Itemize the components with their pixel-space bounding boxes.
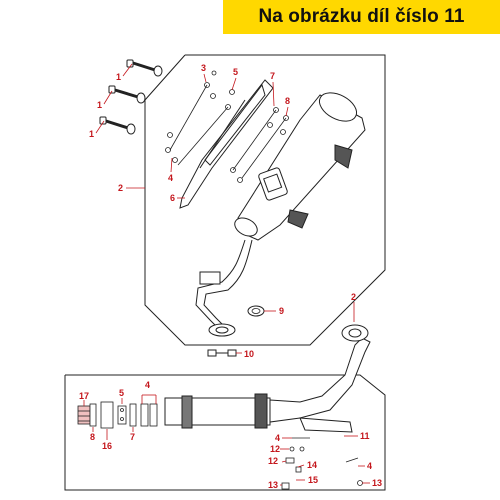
callout-5-upper: 5 [233,67,238,77]
muffler-body [234,92,366,241]
callout-7-upper: 7 [270,71,275,81]
callout-3: 3 [201,63,206,73]
callout-1b: 1 [97,100,102,110]
callout-5-lower: 5 [119,388,124,398]
lower-small-parts [77,401,363,490]
callout-4-upper: 4 [168,173,173,183]
heat-shield [179,79,274,209]
callout-4-lower-b: 4 [275,433,280,443]
callout-8-lower: 8 [90,432,95,442]
callout-4-lower-a: 4 [145,380,150,390]
callout-8-upper: 8 [285,96,290,106]
callout-11: 11 [360,431,370,441]
callout-6: 6 [170,193,175,203]
callout-1a: 1 [116,72,121,82]
callout-12b: 12 [270,444,280,454]
callout-10: 10 [244,349,254,359]
part-number-banner: Na obrázku díl číslo 11 [223,0,500,34]
bolt-1a [126,59,163,77]
callout-9: 9 [279,306,284,316]
callout-7-lower: 7 [130,432,135,442]
callout-4-lower-c: 4 [367,461,372,471]
callout-14: 14 [307,460,317,470]
callout-13b: 13 [372,478,382,488]
upper-group-boundary [144,54,386,346]
callout-2-upper: 2 [118,183,123,193]
upper-leader-lines [95,63,289,354]
bolt-1b [108,85,146,104]
callout-2-lower: 2 [351,292,356,302]
callout-12a: 12 [268,456,278,466]
callout-1c: 1 [89,129,94,139]
callout-13a: 13 [268,480,278,490]
mounting-screws [165,70,289,183]
lower-exhaust-assembly [164,324,371,433]
callout-17: 17 [79,391,89,401]
gasket [247,305,265,317]
lower-group-boundary [64,374,386,491]
banner-text: Na obrázku díl číslo 11 [258,6,465,27]
clamp-nuts [207,349,237,357]
lower-leader-lines [83,302,370,486]
bolt-1c [99,116,136,135]
callout-15: 15 [308,475,318,485]
exhaust-pipe-upper [195,239,253,337]
callout-16: 16 [102,441,112,451]
